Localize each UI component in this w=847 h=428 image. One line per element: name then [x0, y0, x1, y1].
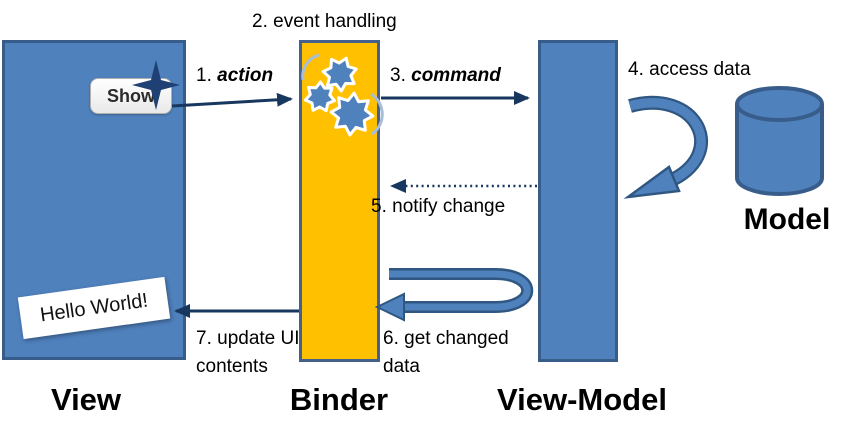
- get-changed-data-loop-arrow: [374, 268, 533, 322]
- step-3-number: 3.: [390, 65, 412, 86]
- view-model-caption: View-Model: [497, 382, 667, 417]
- step-3-word: command: [411, 65, 501, 86]
- step-3-command-label: 3. command: [390, 62, 501, 90]
- database-cylinder-icon: [735, 86, 824, 196]
- binder-box: [299, 40, 380, 362]
- binder-caption: Binder: [289, 382, 389, 417]
- view-model-box: [538, 40, 618, 362]
- step-4-access-data-label: 4. access data: [628, 59, 751, 80]
- step-6-get-changed-data-label: 6. get changed data: [383, 328, 509, 377]
- step-1-number: 1.: [196, 65, 218, 86]
- step-1-action-label: 1. action: [196, 62, 273, 90]
- step-2-event-handling-label: 2. event handling: [252, 11, 397, 32]
- model-caption: Model: [743, 203, 831, 236]
- access-data-curved-arrow: [623, 95, 709, 199]
- show-button[interactable]: Show: [90, 78, 172, 114]
- step-1-word: action: [217, 65, 274, 86]
- action-arrow: [171, 92, 293, 108]
- view-caption: View: [50, 382, 122, 417]
- step-5-notify-change-label: 5. notify change: [371, 196, 506, 217]
- step-7-update-ui-label: 7. update UI contents: [196, 328, 300, 377]
